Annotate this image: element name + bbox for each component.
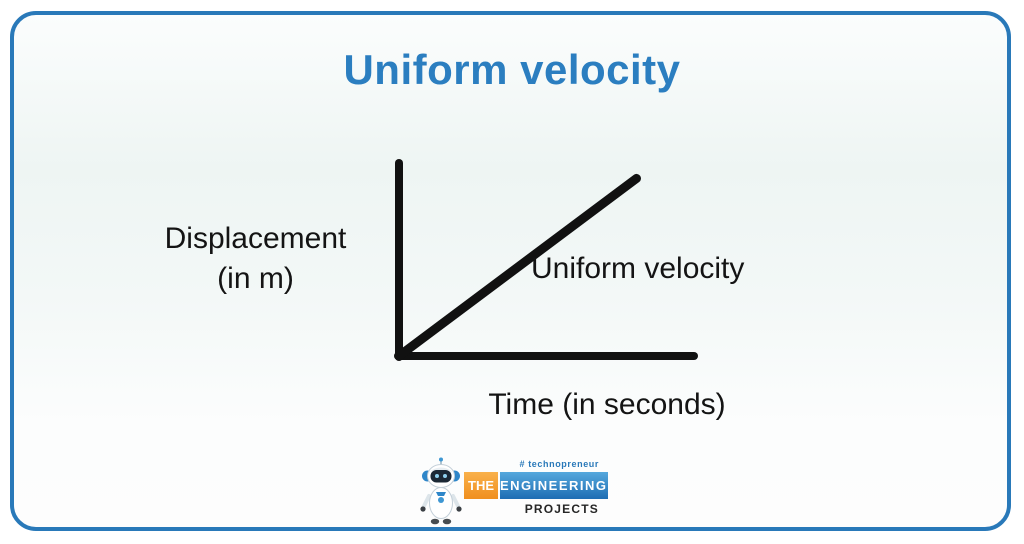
robot-mascot-icon xyxy=(420,457,462,525)
logo-boxes: THE ENGINEERING xyxy=(464,472,608,499)
y-axis-label-line1: Displacement xyxy=(164,222,347,255)
logo-tagline: # technopreneur xyxy=(519,459,599,469)
logo-word-engineering: ENGINEERING xyxy=(500,472,608,499)
logo-word-the: THE xyxy=(464,472,498,499)
page-title: Uniform velocity xyxy=(343,46,681,93)
logo-word-projects: PROJECTS xyxy=(524,502,599,516)
y-axis-label-line2: (in m) xyxy=(217,262,294,295)
x-axis-label: Time (in seconds) xyxy=(488,388,726,421)
brand-logo: # technopreneur THE ENGINEERING PROJECTS xyxy=(416,455,608,525)
line-annotation: Uniform velocity xyxy=(531,252,745,285)
logo-text-block: # technopreneur THE ENGINEERING PROJECTS xyxy=(464,455,608,516)
y-axis-label: Displacement (in m) xyxy=(148,219,363,299)
